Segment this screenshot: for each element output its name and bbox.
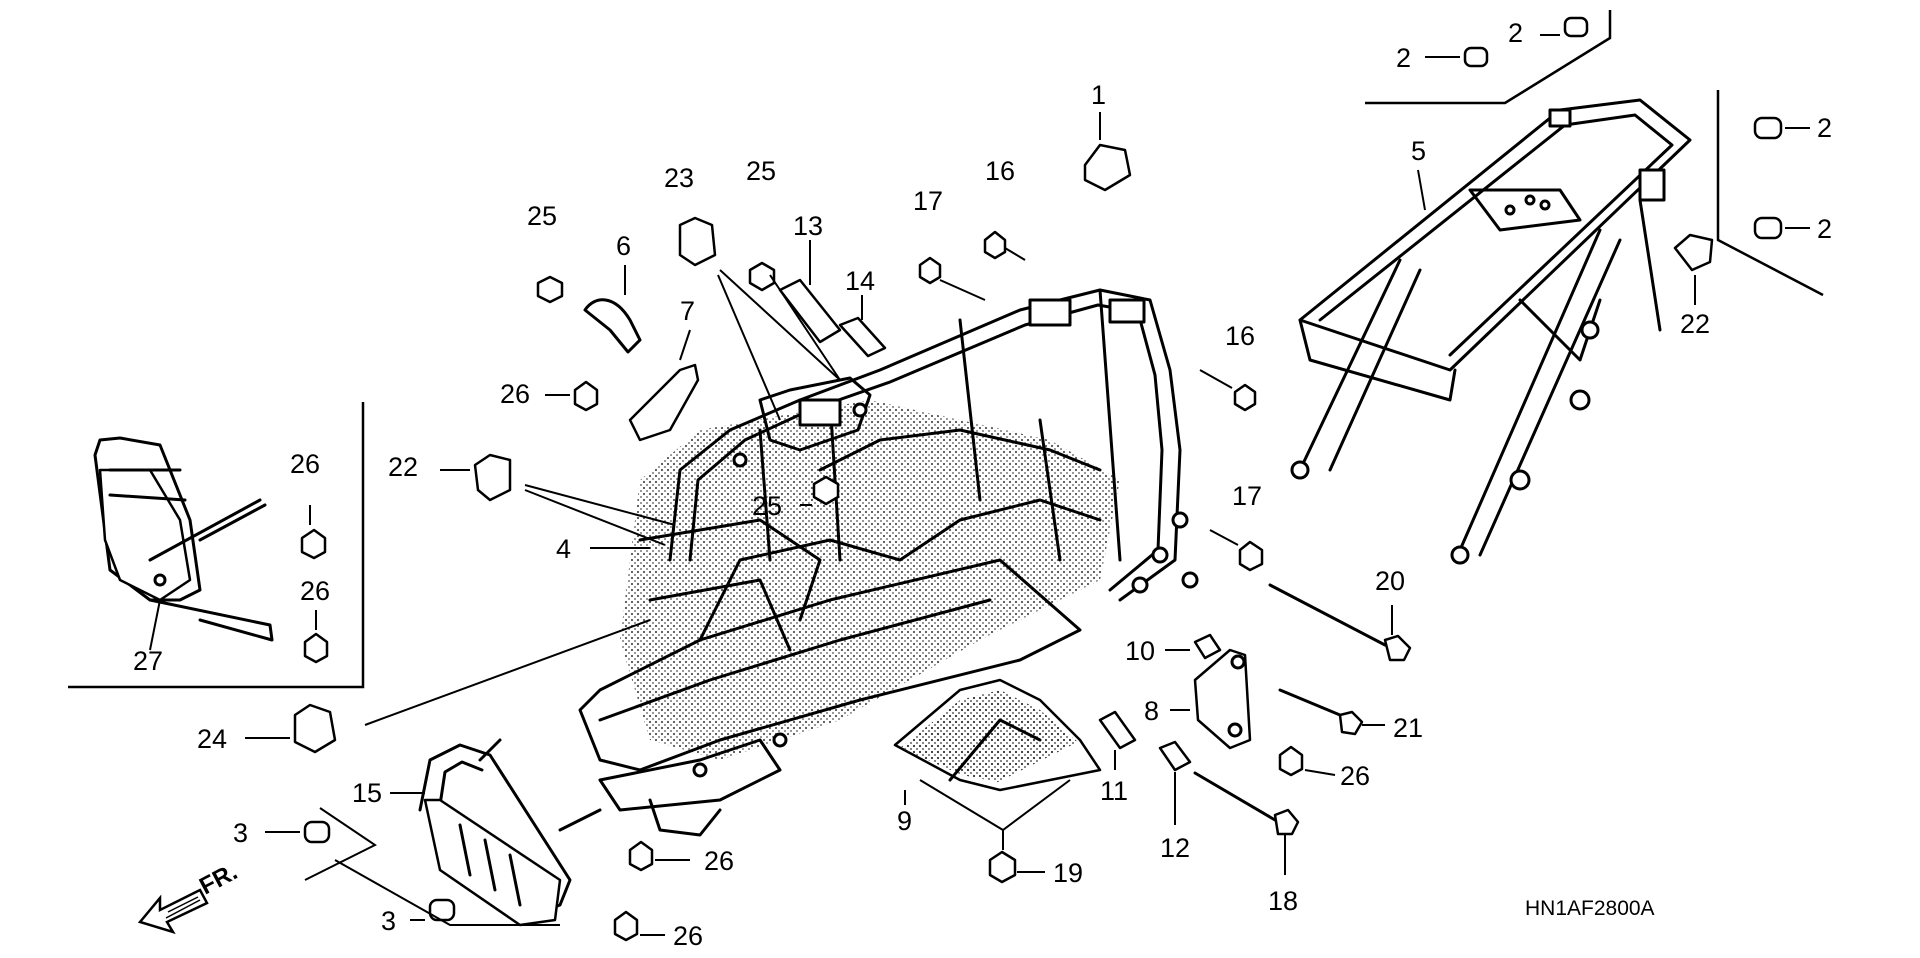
callout-1: 1 [1091, 80, 1106, 110]
callout-25a: 25 [527, 201, 557, 231]
collar-12 [1158, 740, 1192, 825]
bolt-16b [1199, 369, 1257, 412]
callout-2d: 2 [1817, 214, 1832, 244]
bolt-19 [919, 779, 1071, 884]
callout-2b: 2 [1508, 18, 1523, 48]
callout-26f: 26 [1340, 761, 1370, 791]
callout-11: 11 [1100, 776, 1128, 806]
callout-16a: 16 [985, 156, 1015, 186]
callout-17a: 17 [913, 186, 943, 216]
callout-23: 23 [664, 163, 694, 193]
clamp-24 [245, 619, 651, 754]
rubber-cap-2d [1753, 216, 1810, 240]
callout-22a: 22 [1680, 309, 1710, 339]
callout-2a: 2 [1396, 43, 1411, 73]
callout-2c: 2 [1817, 113, 1832, 143]
callout-3b: 3 [381, 906, 396, 936]
rubber-cap-box-top [1365, 10, 1612, 105]
rubber-cap-3a [265, 807, 377, 881]
callout-26a: 26 [500, 379, 530, 409]
bolt-26f [1278, 745, 1336, 777]
bolt-26e [613, 910, 665, 942]
callout-17b: 17 [1232, 481, 1262, 511]
callout-8: 8 [1144, 696, 1159, 726]
bolt-21 [1278, 688, 1385, 736]
collar-11 [1098, 710, 1137, 770]
bolt-18 [1193, 771, 1300, 875]
bolt-26c [303, 610, 329, 664]
callout-26e: 26 [673, 921, 703, 951]
bracket-8 [1170, 648, 1252, 750]
rubber-cap-2b [1540, 16, 1589, 38]
callout-18: 18 [1268, 886, 1298, 916]
leader-27 [149, 599, 161, 651]
collar-25a [536, 275, 564, 304]
callout-25b: 25 [746, 156, 776, 186]
rear-frame [1290, 98, 1692, 565]
callout-26d: 26 [704, 846, 734, 876]
callout-10: 10 [1125, 636, 1155, 666]
diagram-code: HN1AF2800A [1525, 897, 1655, 920]
callout-20: 20 [1375, 566, 1405, 596]
callout-19: 19 [1053, 858, 1083, 888]
callout-6: 6 [616, 231, 631, 261]
clamp-22-right [1673, 233, 1714, 305]
rubber-cap-2a [1425, 46, 1489, 68]
front-direction-arrow-icon: FR. [137, 858, 242, 935]
callout-9: 9 [897, 806, 912, 836]
clamp-1 [1083, 112, 1132, 192]
bracket-7 [628, 329, 700, 442]
bolt-26d [628, 840, 690, 872]
callout-24: 24 [197, 724, 227, 754]
callout-16b: 16 [1225, 321, 1255, 351]
clip-6 [583, 265, 642, 354]
rubber-cap-3b [334, 859, 560, 926]
leader-5 [1417, 169, 1426, 211]
bolt-17a [918, 256, 986, 301]
bolt-20 [1268, 583, 1412, 662]
bolt-26b [300, 505, 327, 560]
bolt-16a [983, 230, 1026, 261]
clamp-23 [678, 216, 841, 421]
front-guard-left-box [68, 402, 365, 689]
callout-3a: 3 [233, 818, 248, 848]
collar-25c [800, 475, 840, 506]
callout-7: 7 [680, 296, 695, 326]
callout-25c: 25 [752, 491, 782, 521]
rubber-cap-box-right [1716, 90, 1824, 297]
collar-13 [778, 240, 842, 344]
main-frame-body [578, 288, 1199, 837]
callout-13: 13 [793, 211, 823, 241]
clamp-22-left [440, 453, 676, 546]
callout-14: 14 [845, 266, 875, 296]
callout-21: 21 [1393, 713, 1423, 743]
front-guard [418, 738, 602, 927]
callout-12: 12 [1160, 833, 1190, 863]
callout-26b: 26 [290, 449, 320, 479]
bolt-17b [1209, 529, 1264, 572]
rubber-cap-2c [1753, 116, 1810, 140]
collar-10 [1193, 633, 1222, 660]
bolt-26a [545, 380, 599, 412]
callout-4: 4 [556, 534, 571, 564]
collar-14 [838, 295, 887, 358]
callout-22b: 22 [388, 452, 418, 482]
callout-26c: 26 [300, 576, 330, 606]
callout-5: 5 [1411, 136, 1426, 166]
callout-27: 27 [133, 646, 163, 676]
callout-15: 15 [352, 778, 382, 808]
skid-plate [893, 678, 1102, 792]
